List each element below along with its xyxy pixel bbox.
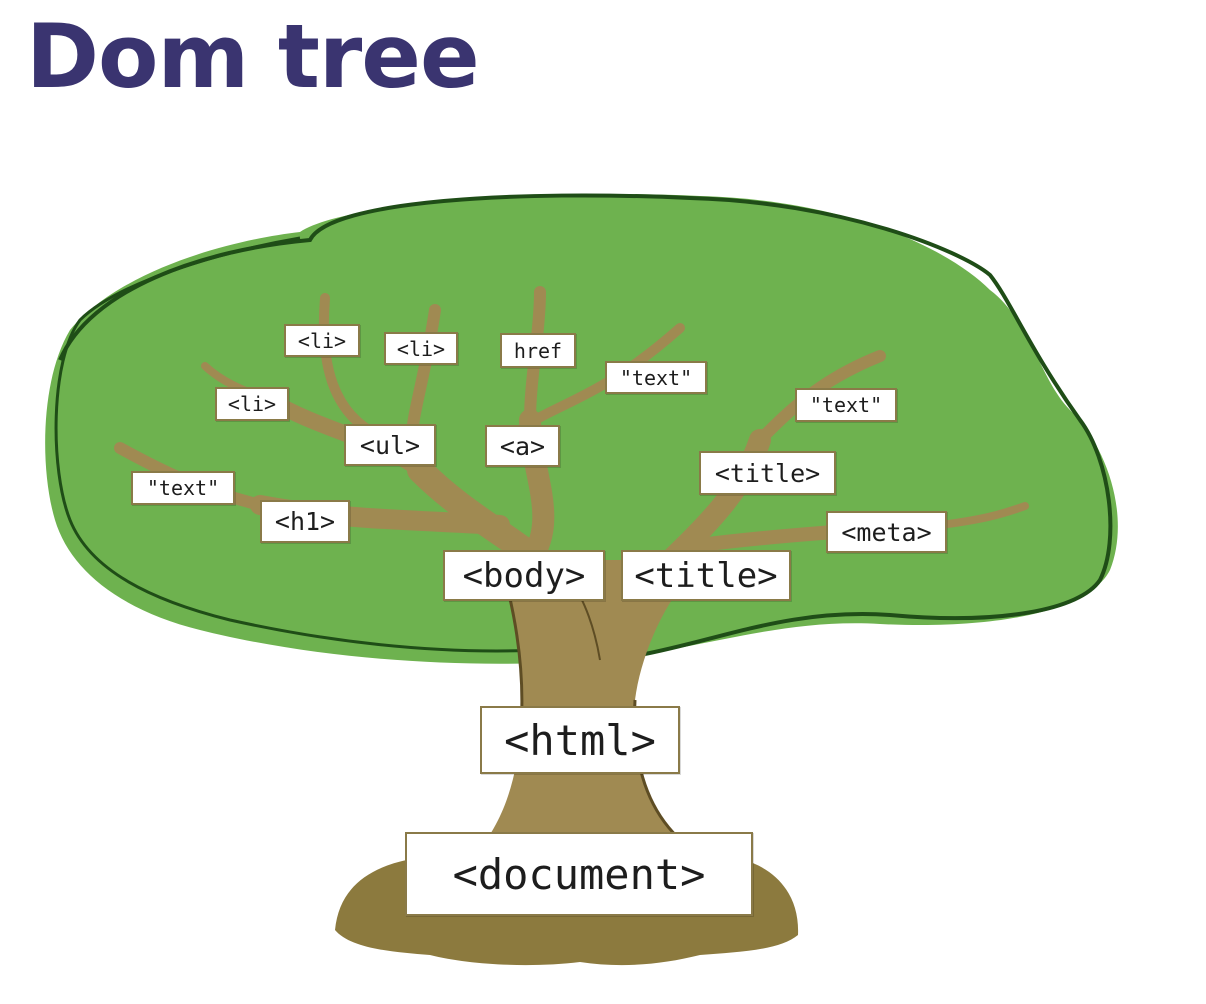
node-document: <document> bbox=[405, 832, 753, 916]
node-ul: <ul> bbox=[344, 424, 436, 466]
page-title: Dom tree bbox=[26, 5, 480, 108]
node-html: <html> bbox=[480, 706, 680, 774]
tree-canopy-outline-left bbox=[54, 236, 541, 653]
node-h1-text: "text" bbox=[131, 471, 235, 505]
node-title-text: "text" bbox=[795, 388, 897, 422]
node-li-2: <li> bbox=[384, 332, 458, 365]
node-title-inner: <title> bbox=[699, 451, 836, 495]
tree-canopy-outline bbox=[58, 193, 1113, 657]
node-li-3: <li> bbox=[215, 387, 289, 421]
node-meta: <meta> bbox=[826, 511, 947, 553]
node-body: <body> bbox=[443, 550, 605, 601]
node-head-title: <title> bbox=[621, 550, 791, 601]
node-li-1: <li> bbox=[284, 324, 360, 357]
node-a: <a> bbox=[485, 425, 560, 467]
node-h1: <h1> bbox=[260, 500, 350, 543]
node-href: href bbox=[500, 333, 576, 368]
node-a-text: "text" bbox=[605, 361, 707, 394]
